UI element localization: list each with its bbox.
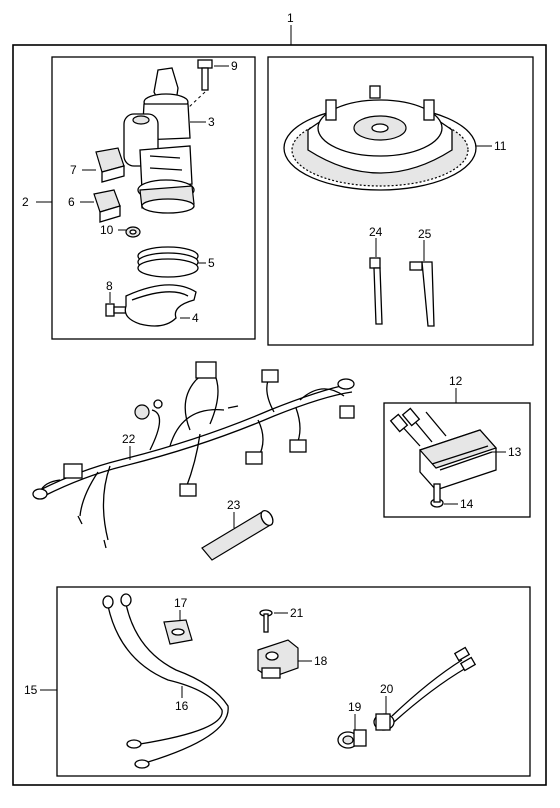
callout-17: 17 [174, 596, 188, 610]
rectifier-13 [389, 407, 498, 491]
kit-frame [12, 44, 547, 786]
starter-motor [123, 67, 195, 214]
starter-motor-box [51, 56, 256, 340]
flywheel [283, 85, 477, 191]
band-5 [137, 246, 199, 278]
callout-21: 21 [290, 606, 304, 620]
switch-harness-20 [373, 646, 477, 731]
callout-20: 20 [380, 682, 394, 696]
callout-14: 14 [460, 497, 474, 511]
tube-23 [201, 509, 274, 561]
screw-21 [259, 609, 273, 633]
callout-5: 5 [208, 256, 215, 270]
rectifier-box [383, 402, 531, 518]
callout-4: 4 [192, 311, 199, 325]
callout-6: 6 [68, 195, 75, 209]
callout-7: 7 [70, 163, 77, 177]
callout-22: 22 [122, 432, 136, 446]
callout-24: 24 [369, 225, 383, 239]
callout-13: 13 [508, 445, 522, 459]
clamp-18 [257, 639, 299, 679]
relay-7 [95, 147, 125, 183]
callout-9: 9 [231, 59, 238, 73]
wire-harness-22 [32, 361, 355, 549]
relay-6 [93, 189, 121, 223]
callout-19: 19 [348, 700, 362, 714]
callout-3: 3 [208, 115, 215, 129]
callout-18: 18 [314, 654, 328, 668]
switch-19 [337, 729, 367, 749]
callout-10: 10 [100, 223, 114, 237]
callout-15: 15 [24, 683, 38, 697]
bolt-9 [187, 59, 213, 109]
callout-23: 23 [227, 498, 241, 512]
flywheel-box [267, 56, 534, 346]
callout-25: 25 [418, 227, 432, 241]
lower-kit-box [56, 586, 531, 777]
callout-8: 8 [106, 279, 113, 293]
nut-10 [125, 226, 141, 238]
callout-1: 1 [287, 11, 294, 25]
bracket-4 [124, 284, 197, 327]
callout-12: 12 [449, 374, 463, 388]
callout-11: 11 [494, 139, 507, 153]
callout-16: 16 [175, 699, 189, 713]
cable-16 [102, 593, 229, 769]
bolt-14 [430, 483, 444, 508]
callout-2: 2 [22, 195, 29, 209]
cable-tie-25 [409, 261, 435, 327]
grommet-17 [163, 619, 193, 645]
cable-tie-24 [369, 257, 383, 325]
